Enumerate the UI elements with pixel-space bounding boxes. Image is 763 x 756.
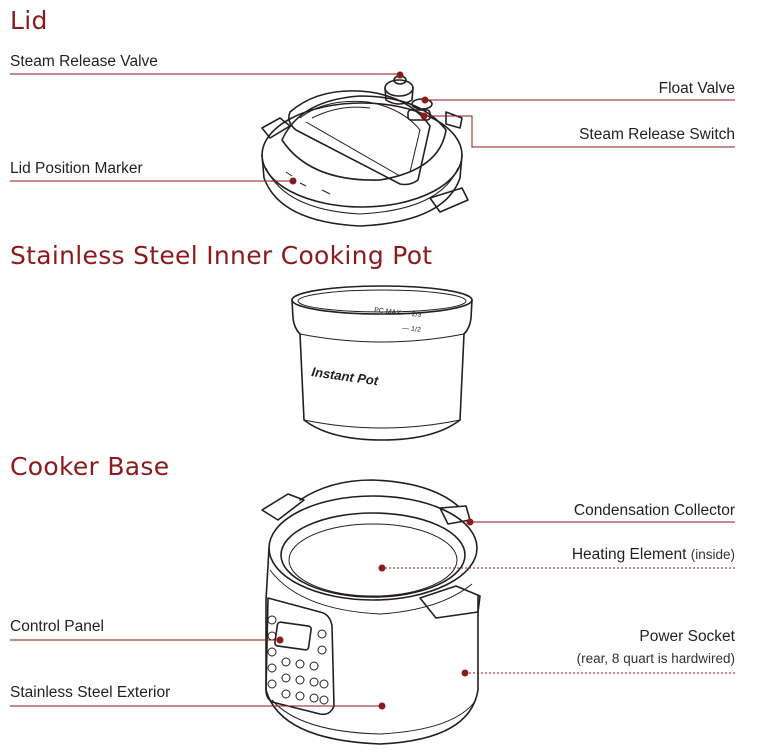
lid-heading: Lid: [10, 6, 48, 35]
label-power-socket-note: (rear, 8 quart is hardwired): [576, 651, 735, 666]
pot-max-mark: PC MAX — 2/3: [374, 307, 422, 319]
pot-brand-logo: Instant Pot: [311, 364, 380, 388]
label-control-panel: Control Panel: [10, 618, 104, 635]
label-steam-release-valve: Steam Release Valve: [10, 53, 158, 70]
cooker-base-heading: Cooker Base: [10, 452, 170, 481]
label-condensation-collector: Condensation Collector: [573, 502, 735, 519]
inner-pot-heading: Stainless Steel Inner Cooking Pot: [10, 241, 433, 270]
cooker-base-illustration: [10, 479, 735, 745]
lid-illustration: [10, 71, 735, 227]
label-steam-release-switch: Steam Release Switch: [579, 126, 735, 143]
label-heating-element: Heating Element (inside): [572, 546, 735, 564]
heating-element-note: (inside): [690, 547, 735, 562]
inner-pot-illustration: PC MAX — 2/3 — 1/2 Instant Pot: [291, 285, 473, 441]
label-float-valve: Float Valve: [658, 80, 735, 97]
label-lid-position-marker: Lid Position Marker: [10, 160, 143, 177]
label-stainless-steel-exterior: Stainless Steel Exterior: [10, 684, 171, 701]
label-power-socket: Power Socket: [639, 628, 735, 645]
heating-element-text: Heating Element: [571, 546, 687, 563]
pot-half-mark: — 1/2: [402, 325, 421, 334]
